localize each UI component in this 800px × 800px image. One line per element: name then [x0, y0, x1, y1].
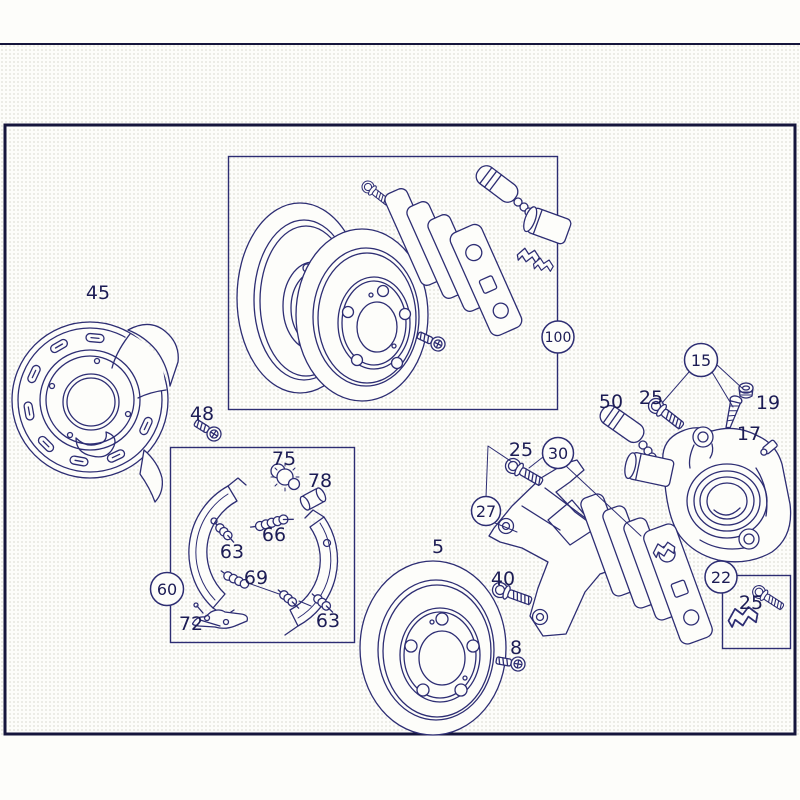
callout-75[interactable]: 75	[272, 448, 296, 470]
callout-25b[interactable]: 25	[639, 387, 663, 409]
callout-circle-27[interactable]: 27	[470, 495, 502, 527]
brake-backing-plate	[11, 321, 179, 503]
callout-circle-15[interactable]: 15	[683, 342, 719, 378]
cap-nut-19	[738, 382, 754, 399]
callout-27-label: 27	[476, 502, 496, 521]
callout-72[interactable]: 72	[179, 613, 203, 635]
callout-50[interactable]: 50	[599, 391, 623, 413]
callout-17[interactable]: 17	[737, 423, 761, 445]
callout-25a[interactable]: 25	[509, 439, 533, 461]
callout-30-label: 30	[548, 444, 568, 463]
callout-78[interactable]: 78	[308, 470, 332, 492]
group-box-shoe-kit-60	[169, 446, 356, 644]
shoe-spring-63a	[209, 520, 239, 543]
bleeder-screw-17	[725, 395, 743, 429]
brake-caliper	[662, 426, 792, 563]
callout-circle-30[interactable]: 30	[541, 436, 575, 470]
brake-disc-front	[295, 228, 429, 402]
callout-5[interactable]: 5	[432, 536, 444, 558]
callout-15-label: 15	[691, 351, 711, 370]
shoe-spring-69	[217, 569, 312, 610]
callout-22-label: 22	[711, 568, 731, 587]
shoe-lever-72	[191, 602, 249, 629]
wear-sensor-50	[599, 404, 675, 487]
shoe-adjuster-75	[270, 462, 301, 492]
shoe-piston-78	[299, 487, 327, 511]
parking-brake-shoe-right	[284, 509, 339, 636]
callout-19[interactable]: 19	[756, 392, 780, 414]
wear-sensor-top	[475, 165, 572, 245]
callout-25c[interactable]: 25	[739, 592, 763, 614]
callout-48[interactable]: 48	[190, 403, 214, 425]
callout-40[interactable]: 40	[491, 568, 515, 590]
leader-lines	[485, 363, 743, 537]
group-box-pad-kit-100	[227, 155, 559, 411]
diagram-frame	[3, 123, 797, 736]
callout-66[interactable]: 66	[262, 524, 286, 546]
group-box-clip-kit-22	[721, 574, 792, 650]
brake-disc-5	[359, 560, 507, 736]
callout-circle-100[interactable]: 100	[541, 320, 575, 354]
brake-pad-set-100	[384, 188, 523, 337]
callout-63b[interactable]: 63	[316, 610, 340, 632]
brake-pad-set-30	[580, 493, 713, 645]
callout-circle-22[interactable]: 22	[704, 560, 738, 594]
callout-8[interactable]: 8	[510, 637, 522, 659]
callout-69[interactable]: 69	[244, 567, 268, 589]
callout-100-label: 100	[545, 330, 572, 346]
callout-63a[interactable]: 63	[220, 541, 244, 563]
callout-circle-60[interactable]: 60	[149, 571, 185, 607]
callout-60-label: 60	[157, 580, 177, 599]
callout-45[interactable]: 45	[86, 282, 110, 304]
